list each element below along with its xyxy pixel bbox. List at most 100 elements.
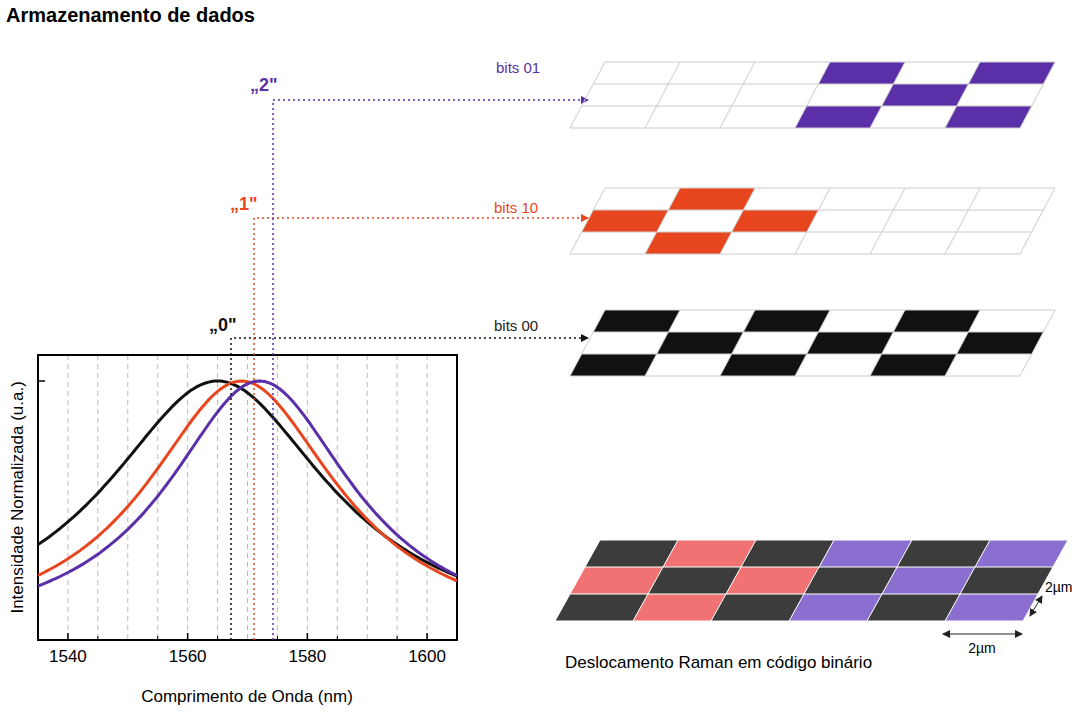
memory-cell [960,567,1053,594]
cell-border [645,62,680,128]
memory-cell [741,540,834,567]
grid-line [397,355,398,640]
grid-line [187,355,188,640]
memory-cell [789,594,882,621]
tick [97,636,98,640]
axis-title: Comprimento de Onda (nm) [141,688,353,707]
cell-border [795,310,830,376]
memory-cell [570,567,663,594]
bits-label: bits 10 [494,200,538,217]
tick [38,380,45,382]
memory-cell [897,540,990,567]
leader-line [273,100,588,640]
cell-border [645,188,680,254]
dimension-arrow [943,634,1022,635]
grid-line [127,355,128,640]
grid-line [307,355,308,640]
cell-border [720,188,755,254]
leader-line [231,338,588,640]
grid-line [427,355,428,640]
memory-cell [743,310,830,332]
memory-cell [633,594,726,621]
cell-border [870,62,905,128]
memory-cell [870,354,957,376]
cell-border [1020,188,1055,254]
tick [426,633,428,640]
cell-border [789,540,834,621]
cell-border [570,310,605,376]
cell-border [945,310,980,376]
cell-border [945,62,980,128]
memory-cell [593,310,680,332]
grid-line [277,355,278,640]
cell-border [711,540,756,621]
memory-cell [711,594,804,621]
level-label: „0" [209,316,237,336]
grid-line [247,355,248,640]
dimension-label: 2µm [1045,580,1073,595]
memory-cell [945,594,1038,621]
cell-border [870,310,905,376]
dimension-arrow [1030,596,1042,616]
memory-cell [663,540,756,567]
cell-border [570,62,605,128]
cell-border [555,540,600,621]
memory-cell [968,62,1055,84]
memory-cell [882,84,969,106]
bits-label: bits 01 [496,60,540,77]
tick-label: 1540 [49,648,87,667]
level-label: „2" [250,76,278,96]
dimension-label: 2µm [968,641,996,656]
cell-border [570,188,605,254]
memory-cell [819,540,912,567]
grid-line [97,355,98,640]
cell-border [867,540,912,621]
spectrum-curve [38,381,457,586]
cell-border [795,62,830,128]
memory-cell [570,354,657,376]
memory-cell [795,106,882,128]
memory-cell [668,188,755,210]
grid-line [367,355,368,640]
grid-line [337,355,338,640]
cell-border [870,188,905,254]
memory-cell [893,310,980,332]
tick-label: 1580 [288,648,326,667]
level-label: „1" [230,195,258,215]
tick [277,636,278,640]
memory-cell [945,106,1032,128]
bits-label: bits 00 [494,318,538,335]
memory-cell [657,332,744,354]
memory-cell [732,210,819,232]
cell-border [720,62,755,128]
tick-label: 1600 [408,648,446,667]
plot-frame [38,355,457,640]
memory-cell [720,354,807,376]
memory-cell [957,332,1044,354]
cell-border [645,310,680,376]
memory-cell [882,567,975,594]
cell-border [795,188,830,254]
tick [67,633,69,640]
cell-border [720,310,755,376]
grid-line [217,355,218,640]
tick-label: 1560 [169,648,207,667]
tick [337,636,338,640]
tick [157,636,158,640]
memory-cell [867,594,960,621]
grid-line [67,355,68,640]
caption-label: Deslocamento Raman em código binário [565,654,872,673]
memory-cell [648,567,741,594]
leader-line [254,218,588,640]
cell-border [1020,62,1055,128]
tick [217,636,218,640]
memory-cell [645,232,732,254]
memory-cell [804,567,897,594]
spectrum-curve [38,381,457,576]
memory-cell [585,540,678,567]
cell-border [945,540,990,621]
memory-cell [582,210,669,232]
cell-border [633,540,678,621]
memory-cell [807,332,894,354]
